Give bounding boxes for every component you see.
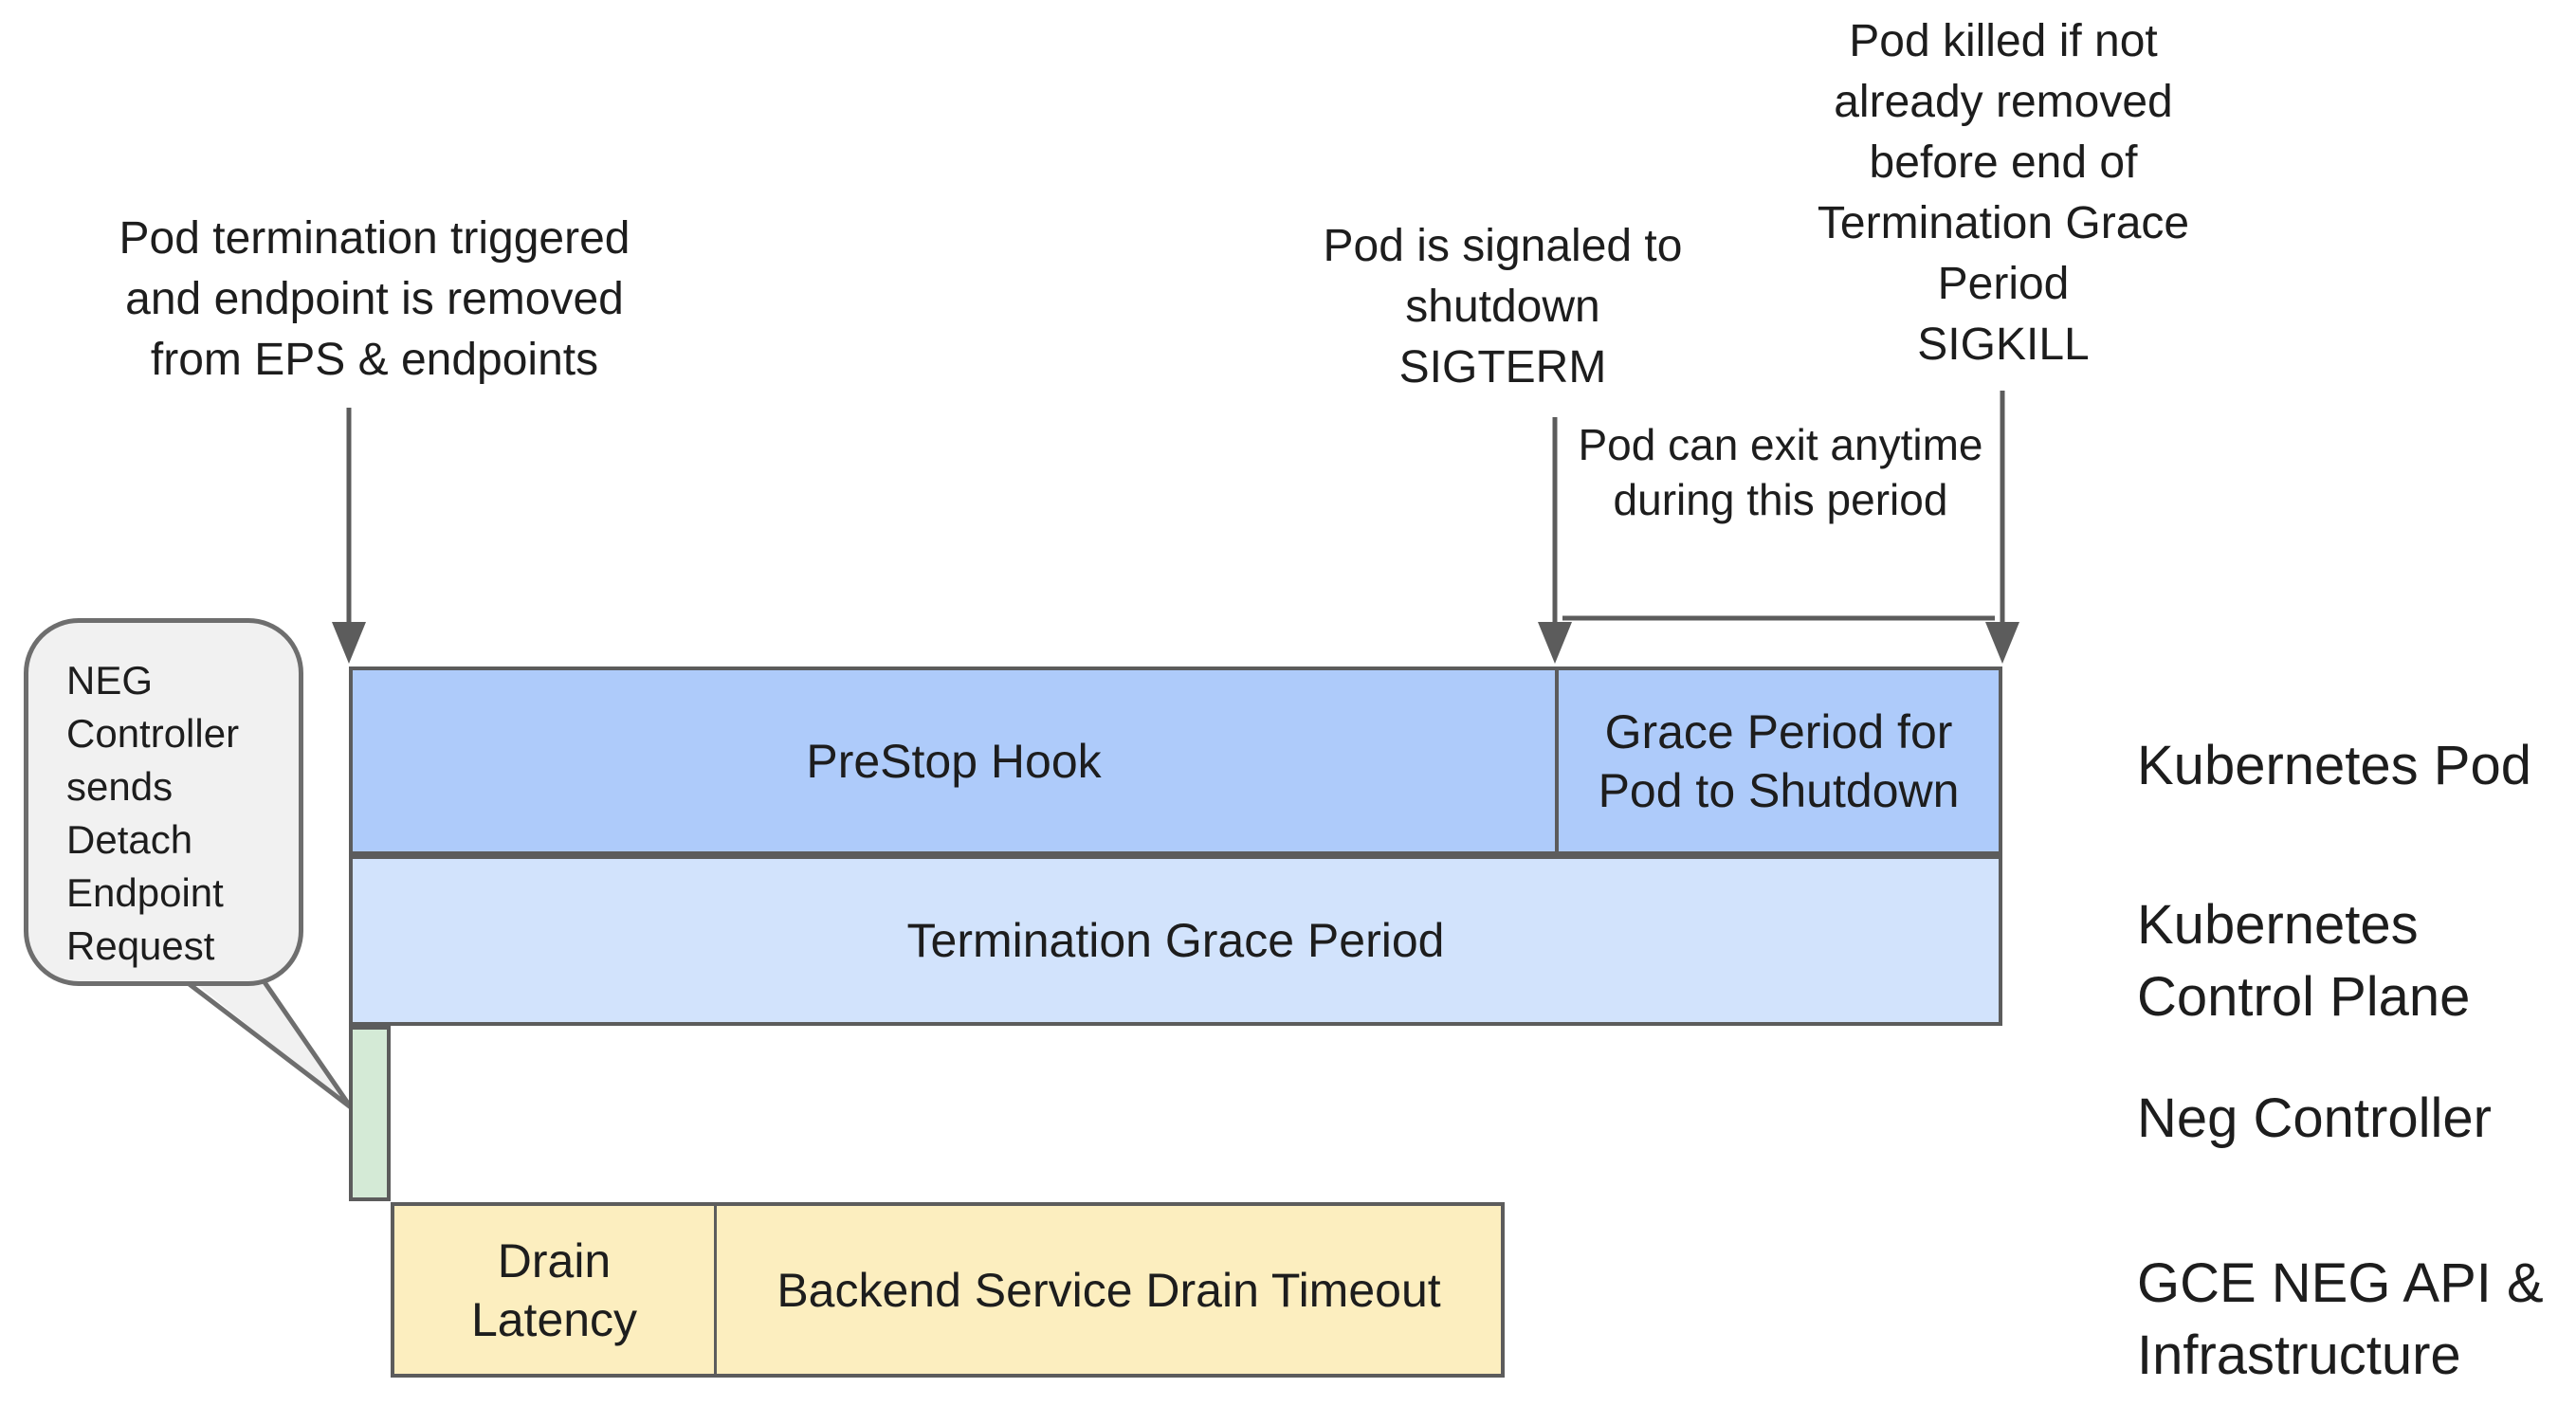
annotation-exit-anytime: Pod can exit anytime during this period: [1578, 420, 1983, 524]
control-plane-row: Termination Grace Period: [349, 855, 2002, 1026]
arrow-endpoint-removed-icon: [332, 408, 366, 664]
lane-label-kubernetes-control-plane: Kubernetes Control Plane: [2137, 894, 2471, 1028]
lane-label-gce-neg-api: GCE NEG API & Infrastructure: [2137, 1252, 2544, 1386]
bar-termination-grace-period: Termination Grace Period: [906, 914, 1445, 967]
lane-label-neg-controller: Neg Controller: [2137, 1087, 2492, 1149]
arrow-sigkill-icon: [1985, 391, 2019, 664]
bar-prestop-hook: PreStop Hook: [806, 734, 1102, 788]
bar-drain-latency: Drain Latency: [470, 1233, 638, 1346]
annotation-pod-termination: Pod termination triggered and endpoint i…: [119, 213, 630, 385]
bar-backend-service-drain-timeout: Backend Service Drain Timeout: [714, 1206, 1501, 1374]
gce-neg-row: Drain Latency Backend Service Drain Time…: [391, 1202, 1505, 1378]
annotation-sigterm: Pod is signaled to shutdown SIGTERM: [1323, 221, 1683, 393]
lane-label-kubernetes-pod: Kubernetes Pod: [2137, 735, 2531, 796]
arrow-sigterm-icon: [1538, 417, 1572, 664]
bar-grace-period-shutdown: Grace Period for Pod to Shutdown: [1555, 670, 1999, 851]
callout-text: NEG Controller sends Detach Endpoint Req…: [66, 658, 240, 968]
callout-bubble: [24, 618, 303, 986]
annotation-sigkill: Pod killed if not already removed before…: [1817, 16, 2190, 370]
kubernetes-pod-row: PreStop Hook Grace Period for Pod to Shu…: [349, 666, 2002, 855]
callout-tail: [185, 977, 354, 1109]
bar-neg-controller-detach: [349, 1026, 391, 1201]
